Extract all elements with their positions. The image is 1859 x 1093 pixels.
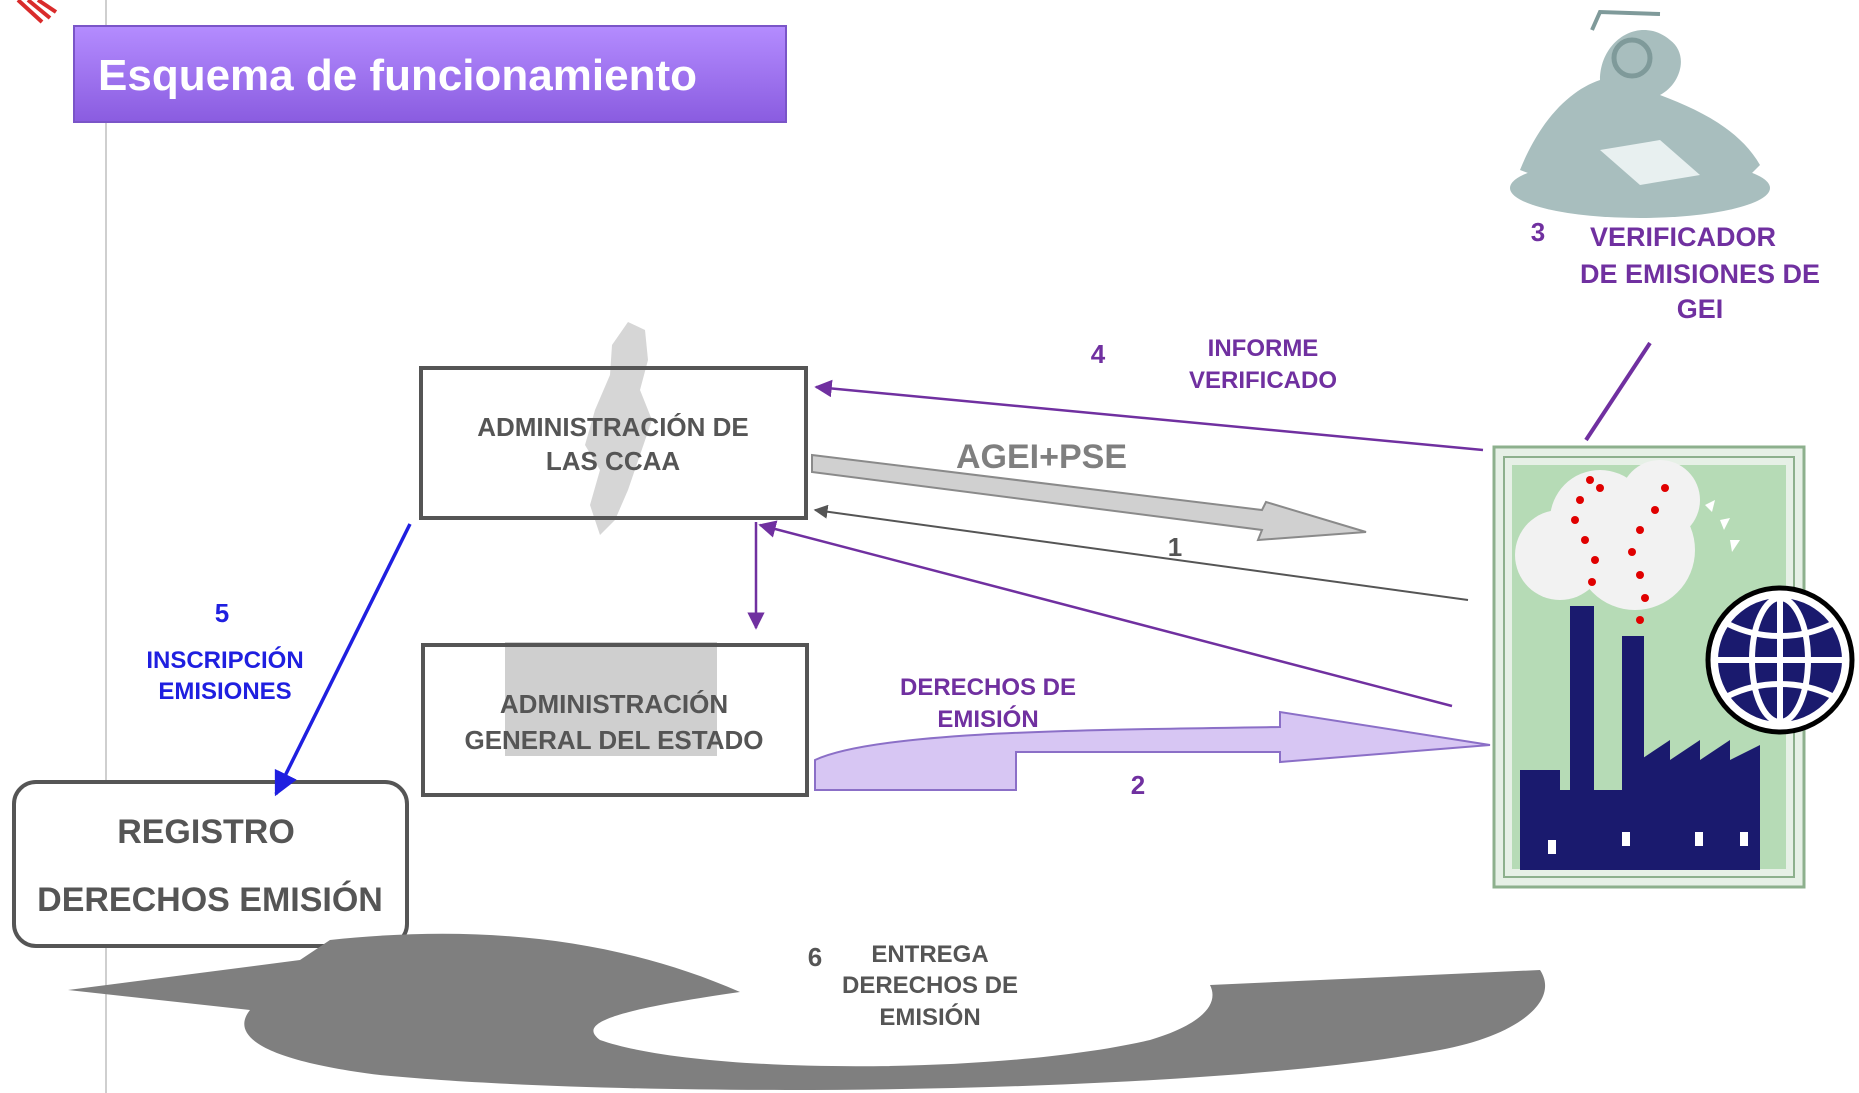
region-map-icon: [585, 322, 652, 535]
registro-box: [12, 780, 409, 948]
inscripcion-line2: EMISIONES: [158, 678, 291, 705]
arrow-5: [274, 523, 412, 797]
corner-logo-icon: [16, 0, 58, 24]
derechos-line1: DERECHOS DE: [900, 674, 1076, 701]
registro-label-line1: REGISTRO: [117, 813, 295, 851]
step-4-number: 4: [1091, 339, 1106, 369]
ccaa-label-line1: ADMINISTRACIÓN DE: [477, 412, 749, 442]
step-5-number: 5: [215, 598, 229, 628]
ccaa-label-line2: LAS CCAA: [546, 446, 681, 476]
step-2-number: 2: [1131, 770, 1145, 800]
informe-line1: INFORME: [1208, 335, 1319, 362]
informe-line2: VERIFICADO: [1189, 367, 1337, 394]
arrow-factory-ccaa: [758, 520, 1453, 708]
arrow-4: [814, 379, 1484, 452]
age-label-line1: ADMINISTRACIÓN: [500, 689, 728, 719]
verificador-line2: DE EMISIONES DE: [1580, 259, 1820, 289]
verifier-person-icon: [1510, 9, 1770, 218]
arrow-1: [813, 504, 1469, 601]
agei-pse-label: AGEI+PSE: [956, 438, 1127, 476]
ccaa-box: [419, 366, 808, 520]
verifier-connector: [1584, 341, 1652, 442]
registro-label-line2: DERECHOS EMISIÓN: [37, 881, 383, 919]
step-3-number: 3: [1531, 217, 1545, 247]
factory-icon: [1492, 445, 1855, 889]
entrega-line1: ENTREGA: [871, 941, 988, 968]
title-bar: [73, 25, 787, 123]
inscripcion-line1: INSCRIPCIÓN: [146, 646, 303, 674]
agei-pse-arrow: [811, 453, 1367, 542]
entrega-line3: EMISIÓN: [879, 1003, 980, 1031]
state-photo-image: [505, 642, 717, 756]
age-box: [421, 643, 809, 797]
arrow-2: [814, 710, 1491, 791]
verificador-line1: VERIFICADOR: [1590, 222, 1776, 252]
step-6-number: 6: [808, 942, 822, 972]
age-label-line2: GENERAL DEL ESTADO: [464, 725, 763, 755]
page-title: Esquema de funcionamiento: [98, 51, 697, 100]
verificador-line3: GEI: [1677, 294, 1724, 324]
entrega-line2: DERECHOS DE: [842, 972, 1018, 999]
derechos-line2: EMISIÓN: [937, 705, 1038, 733]
entrega-arrow-shape: [68, 933, 1546, 1090]
step-1-number: 1: [1168, 532, 1182, 562]
